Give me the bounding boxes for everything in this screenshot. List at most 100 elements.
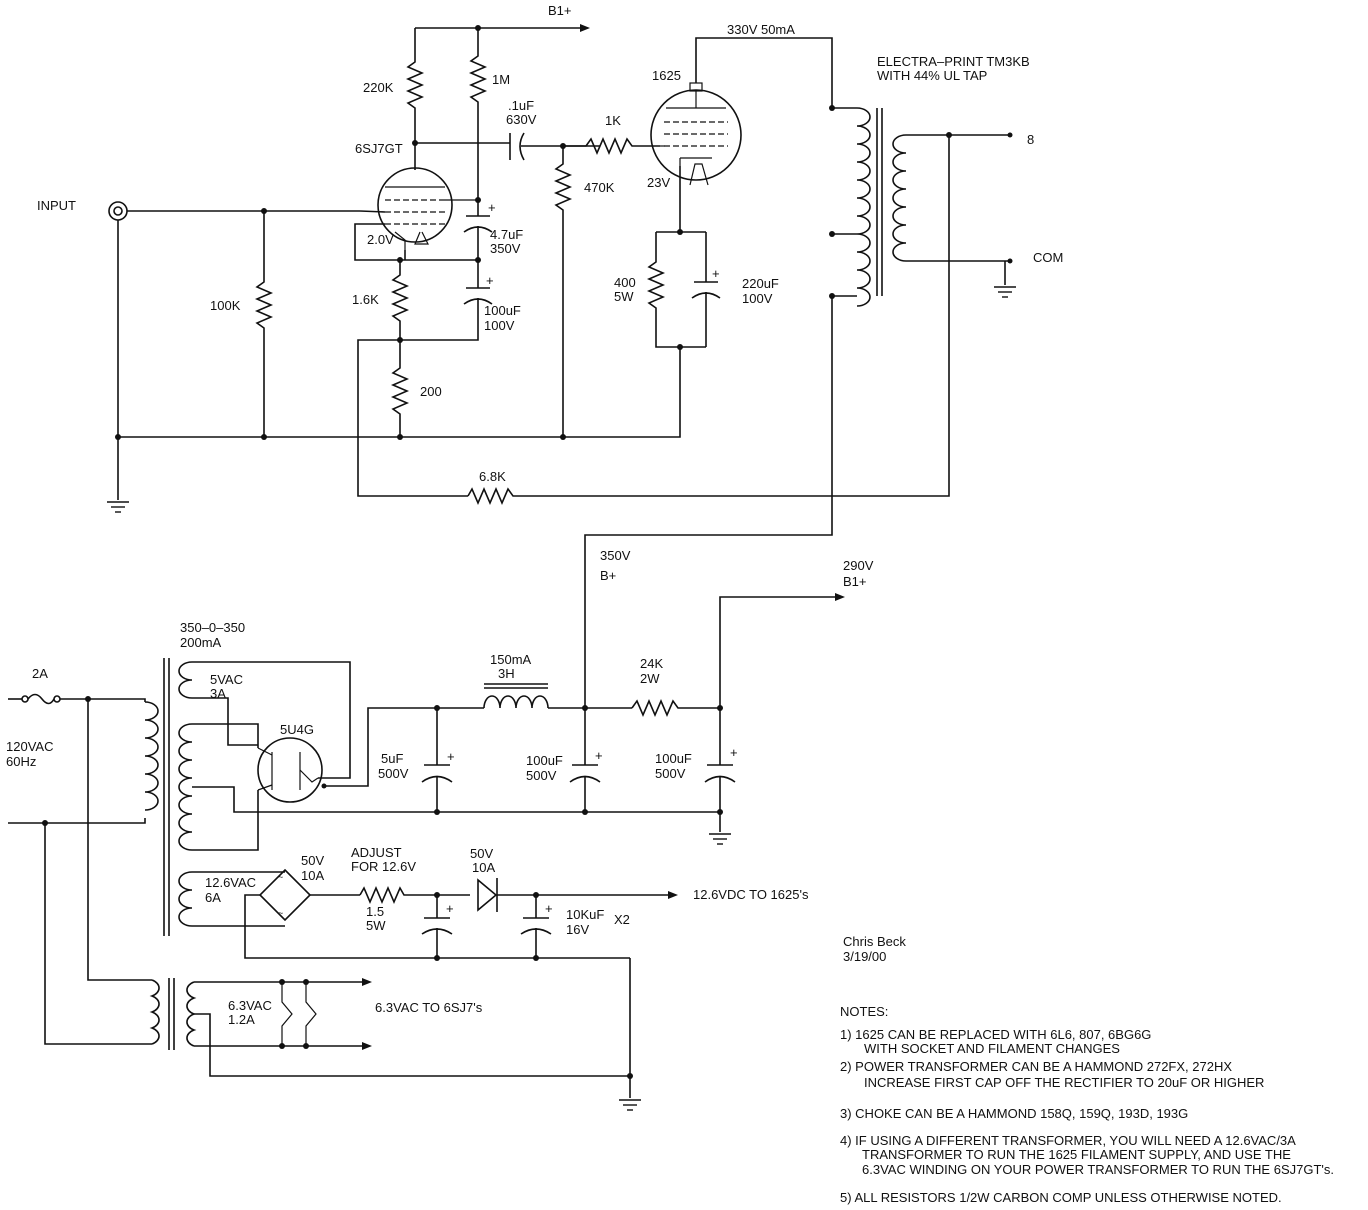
tube-6sj7-label: 6SJ7GT <box>355 141 403 156</box>
svg-text:+: + <box>712 266 720 281</box>
author-block: Chris Beck 3/19/00 <box>843 934 906 964</box>
author-date: 3/19/00 <box>843 949 886 964</box>
svg-text:2.0V: 2.0V <box>367 232 394 247</box>
svg-text:16V: 16V <box>566 922 589 937</box>
svg-text:1) 1625 CAN BE REPLACED WITH 6: 1) 1625 CAN BE REPLACED WITH 6L6, 807, 6… <box>840 1027 1151 1042</box>
tube-1625: 1625 23V <box>647 68 742 190</box>
svg-text:WITH SOCKET AND FILAMENT CHANG: WITH SOCKET AND FILAMENT CHANGES <box>864 1041 1120 1056</box>
resistor-1k6: 1.6K <box>352 260 410 340</box>
svg-text:~: ~ <box>278 872 283 882</box>
svg-text:5W: 5W <box>366 918 386 933</box>
bridge-rectifier: ~ ~ 50V 10A <box>258 853 324 922</box>
capacitor-100u-a: + 100uF 500V <box>526 708 603 812</box>
svg-text:ELECTRA–PRINT TM3KB: ELECTRA–PRINT TM3KB <box>877 54 1030 69</box>
svg-text:100uF: 100uF <box>484 303 521 318</box>
svg-text:INCREASE FIRST CAP OFF THE REC: INCREASE FIRST CAP OFF THE RECTIFIER TO … <box>864 1075 1264 1090</box>
svg-text:10KuF: 10KuF <box>566 907 604 922</box>
svg-text:5) ALL RESISTORS 1/2W CARBON C: 5) ALL RESISTORS 1/2W CARBON COMP UNLESS… <box>840 1190 1282 1205</box>
capacitor-220u: + 220uF 100V <box>691 232 779 347</box>
svg-text:6.3VAC WINDING ON YOUR POWER T: 6.3VAC WINDING ON YOUR POWER TRANSFORMER… <box>862 1162 1334 1177</box>
svg-text:+: + <box>446 901 454 916</box>
svg-text:470K: 470K <box>584 180 615 195</box>
svg-text:5W: 5W <box>614 289 634 304</box>
svg-text:220uF: 220uF <box>742 276 779 291</box>
svg-text:100V: 100V <box>484 318 515 333</box>
svg-text:220K: 220K <box>363 80 394 95</box>
svg-text:1.2A: 1.2A <box>228 1012 255 1027</box>
svg-text:1M: 1M <box>492 72 510 87</box>
input-jack: INPUT <box>37 198 128 221</box>
svg-text:500V: 500V <box>378 766 409 781</box>
resistor-470k: 470K <box>553 146 615 437</box>
resistor-200: 200 <box>390 340 442 437</box>
svg-text:3A: 3A <box>210 686 226 701</box>
notes-heading: NOTES: <box>840 1004 888 1019</box>
svg-text:100uF: 100uF <box>526 753 563 768</box>
input-label: INPUT <box>37 198 76 213</box>
resistor-1p5: ADJUST FOR 12.6V 1.5 5W <box>351 845 470 933</box>
author-name: Chris Beck <box>843 934 906 949</box>
svg-text:+: + <box>595 748 603 763</box>
svg-text:6.8K: 6.8K <box>479 469 506 484</box>
b1-voltage: 290V <box>843 558 874 573</box>
svg-text:5VAC: 5VAC <box>210 672 243 687</box>
svg-text:200mA: 200mA <box>180 635 222 650</box>
diode: 50V 10A <box>470 846 498 912</box>
svg-text:100V: 100V <box>742 291 773 306</box>
svg-text:50V: 50V <box>470 846 493 861</box>
resistor-100k: 100K <box>210 211 274 437</box>
svg-text:+: + <box>447 749 455 764</box>
svg-text:X2: X2 <box>614 912 630 927</box>
capacitor-4u7: + 4.7uF 350V <box>463 200 523 260</box>
resistor-6k8: 6.8K <box>467 135 950 506</box>
svg-text:2W: 2W <box>640 671 660 686</box>
b1-label: B1+ <box>843 574 867 589</box>
svg-text:100uF: 100uF <box>655 751 692 766</box>
notes-block: NOTES: 1) 1625 CAN BE REPLACED WITH 6L6,… <box>840 1004 1334 1205</box>
resistor-1m: 1M <box>468 28 510 200</box>
svg-text:500V: 500V <box>655 766 686 781</box>
svg-text:500V: 500V <box>526 768 557 783</box>
power-supply-section: 350V B+ 290V B1+ 2A 120VAC 60Hz 350–0–35… <box>6 548 874 1111</box>
svg-text:1K: 1K <box>605 113 621 128</box>
svg-text:120VAC: 120VAC <box>6 739 53 754</box>
svg-text:TRANSFORMER TO RUN THE 1625 FI: TRANSFORMER TO RUN THE 1625 FILAMENT SUP… <box>862 1147 1291 1162</box>
svg-text:630V: 630V <box>506 112 537 127</box>
svg-text:350V: 350V <box>490 241 521 256</box>
svg-text:5uF: 5uF <box>381 751 403 766</box>
resistor-400: 400 5W <box>614 232 706 348</box>
svg-text:3) CHOKE CAN BE A HAMMOND 158Q: 3) CHOKE CAN BE A HAMMOND 158Q, 159Q, 19… <box>840 1106 1188 1121</box>
choke: 150mA 3H <box>483 652 632 709</box>
svg-text:+: + <box>545 901 553 916</box>
svg-text:200: 200 <box>420 384 442 399</box>
capacitor-100u-b: + 100uF 500V <box>655 708 738 832</box>
svg-text:150mA: 150mA <box>490 652 532 667</box>
svg-text:10A: 10A <box>301 868 324 883</box>
fil-out-label: 6.3VAC TO 6SJ7's <box>375 1000 483 1015</box>
rectifier-5u4g: 5U4G <box>257 722 323 803</box>
svg-text:2A: 2A <box>32 666 48 681</box>
svg-text:23V: 23V <box>647 175 670 190</box>
b-plus-voltage: 350V <box>600 548 631 563</box>
tube-6sj7gt: 2.0V <box>367 167 478 250</box>
svg-text:10A: 10A <box>472 860 495 875</box>
dc-out-label: 12.6VDC TO 1625's <box>693 887 809 902</box>
mains-input: 2A 120VAC 60Hz <box>6 666 146 826</box>
svg-text:ADJUST: ADJUST <box>351 845 402 860</box>
svg-text:2) POWER TRANSFORMER CAN BE A: 2) POWER TRANSFORMER CAN BE A HAMMOND 27… <box>840 1059 1232 1074</box>
svg-text:3H: 3H <box>498 666 515 681</box>
svg-text:WITH 44% UL TAP: WITH 44% UL TAP <box>877 68 987 83</box>
coupling-capacitor: .1uF 630V <box>506 98 600 161</box>
capacitor-5u: + 5uF 500V <box>378 708 455 812</box>
b-plus-label: B+ <box>600 568 616 583</box>
svg-text:60Hz: 60Hz <box>6 754 36 769</box>
svg-text:8: 8 <box>1027 132 1034 147</box>
svg-text:100K: 100K <box>210 298 241 313</box>
tube-1625-label: 1625 <box>652 68 681 83</box>
svg-text:6A: 6A <box>205 890 221 905</box>
svg-text:350–0–350: 350–0–350 <box>180 620 245 635</box>
svg-text:COM: COM <box>1033 250 1063 265</box>
b1-top-label: B1+ <box>548 3 572 18</box>
capacitor-100u-cathode: + 100uF 100V <box>400 260 521 341</box>
